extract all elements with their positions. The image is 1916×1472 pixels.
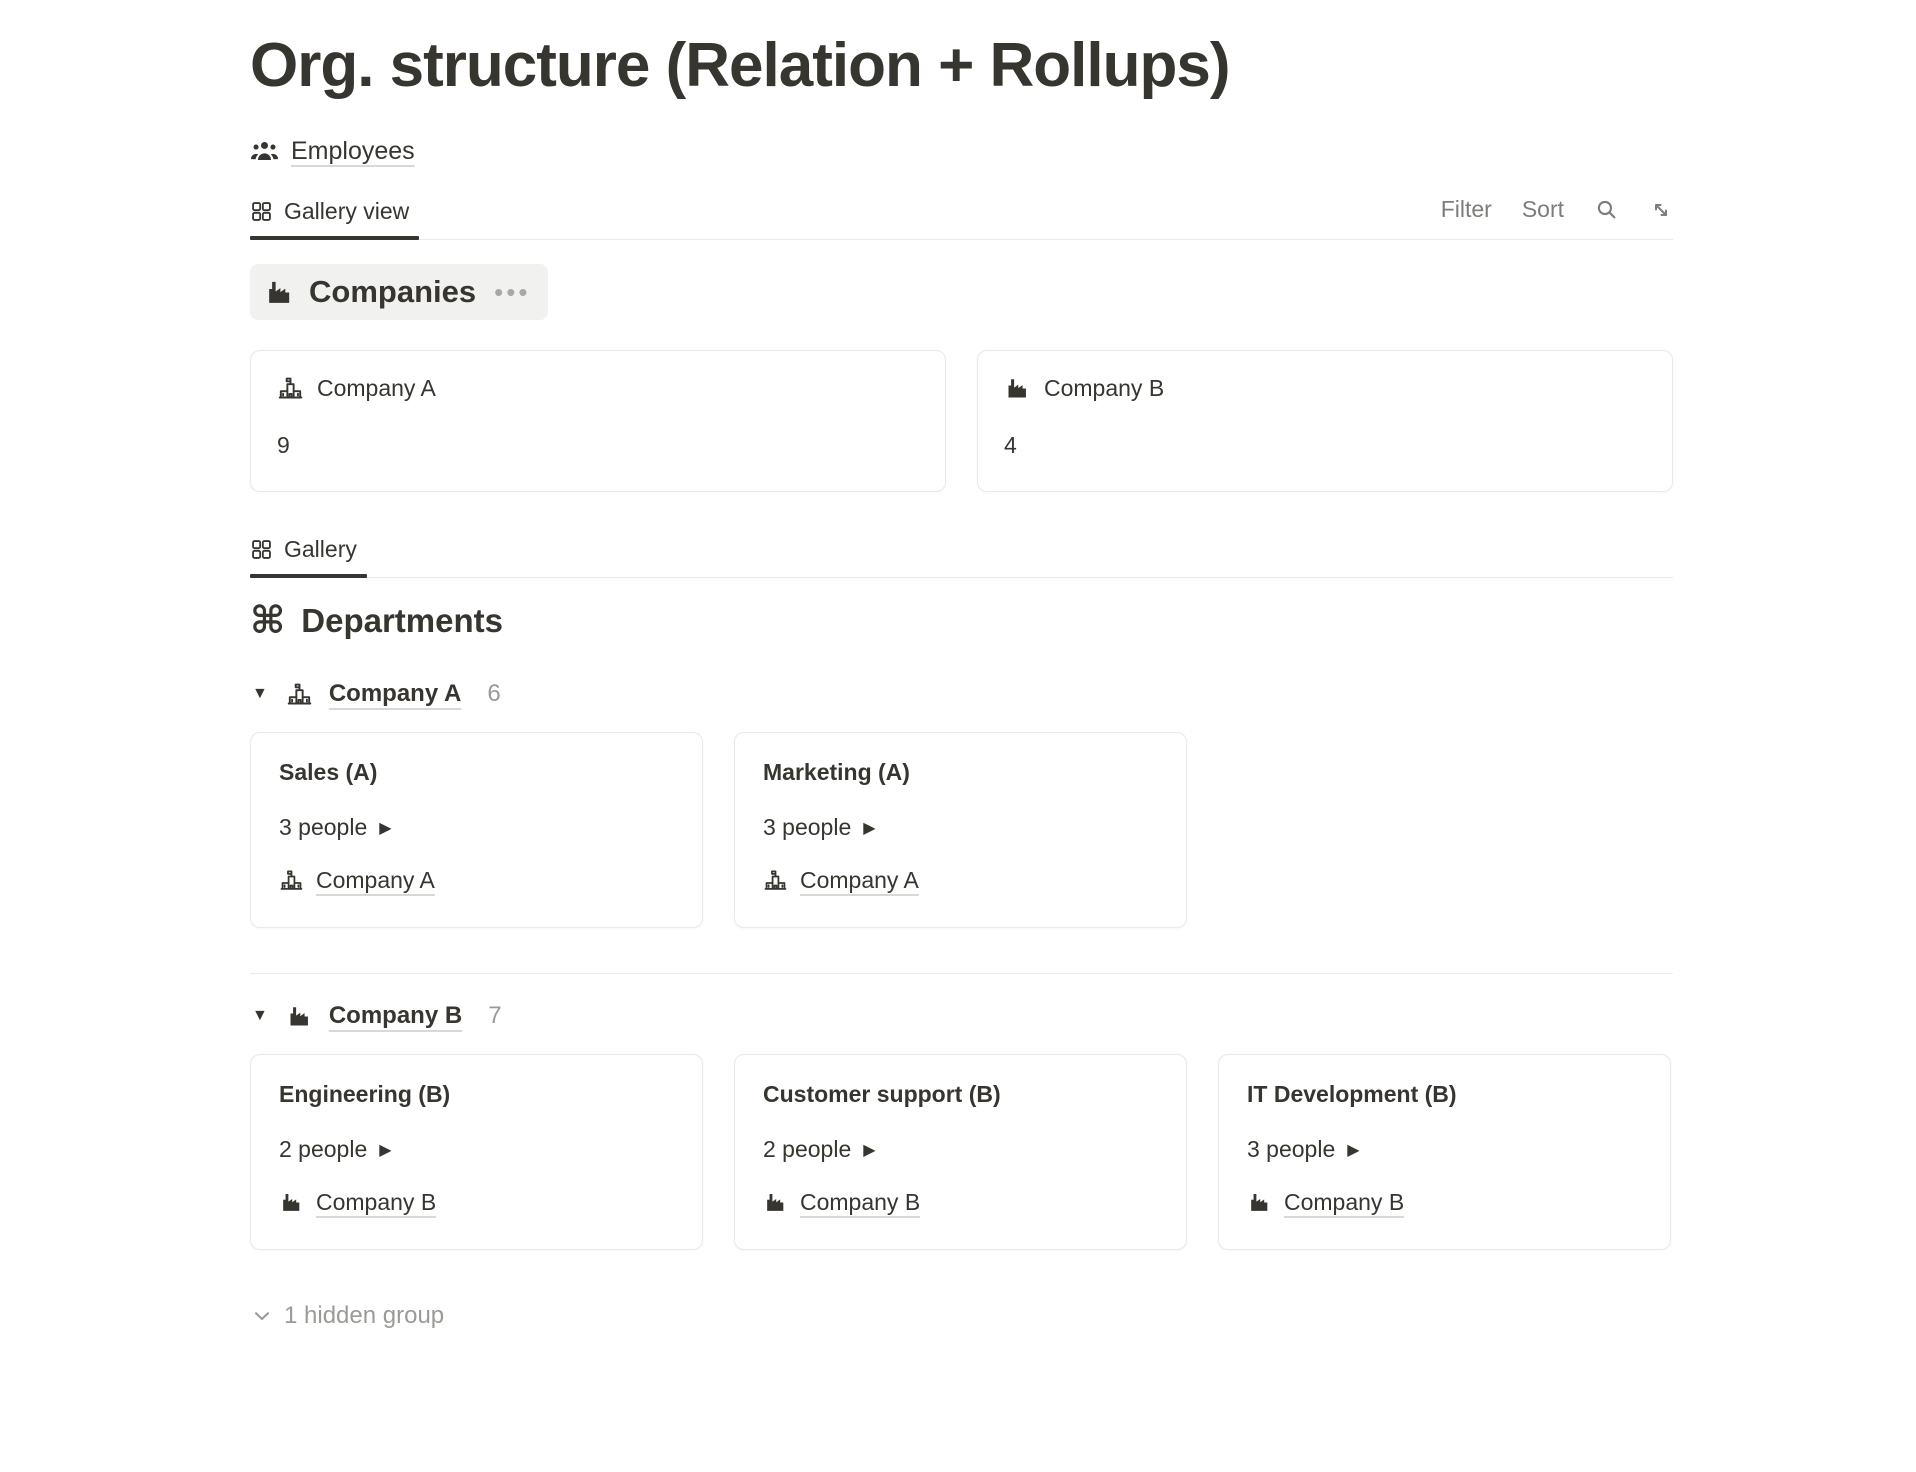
- group-count: 7: [488, 1002, 502, 1030]
- dept-card-marketing-a[interactable]: Marketing (A) 3 people ▶ Company A: [734, 732, 1187, 929]
- factory-icon: [279, 1190, 304, 1215]
- company-relation-row: Company A: [763, 867, 1158, 894]
- chevron-down-icon: [250, 1304, 274, 1328]
- company-card-title: Company A: [317, 375, 436, 402]
- search-button[interactable]: [1594, 197, 1619, 222]
- departments-cards-row-a: Sales (A) 3 people ▶ Company A Marketing…: [250, 732, 1673, 929]
- view-toolbar-2: Gallery: [250, 536, 1673, 579]
- group-row-company-b: ▼ Company B 7: [250, 1002, 1673, 1030]
- school-icon: [286, 681, 313, 708]
- people-count: 2 people: [279, 1136, 368, 1163]
- dept-card-customer-support-b[interactable]: Customer support (B) 2 people ▶ Company …: [734, 1054, 1187, 1251]
- people-count: 2 people: [763, 1136, 852, 1163]
- triangle-right-icon: ▶: [379, 819, 392, 837]
- dept-card-sales-a[interactable]: Sales (A) 3 people ▶ Company A: [250, 732, 703, 929]
- group-count: 6: [487, 680, 501, 708]
- people-toggle[interactable]: 2 people ▶: [763, 1136, 1158, 1163]
- dept-card-title: IT Development (B): [1247, 1081, 1457, 1108]
- people-toggle[interactable]: 3 people ▶: [763, 814, 1158, 841]
- school-icon: [763, 868, 788, 893]
- dept-card-title: Marketing (A): [763, 759, 910, 786]
- company-relation-link[interactable]: Company A: [316, 867, 435, 894]
- companies-section-header[interactable]: Companies •••: [250, 264, 549, 321]
- search-icon: [1594, 197, 1619, 222]
- company-relation-row: Company B: [279, 1189, 674, 1216]
- card-title-row: Company A: [277, 375, 919, 402]
- collapse-triangle-icon[interactable]: ▼: [252, 685, 268, 703]
- dept-card-engineering-b[interactable]: Engineering (B) 2 people ▶ Company B: [250, 1054, 703, 1251]
- card-title-row: Company B: [1004, 375, 1646, 402]
- page: Org. structure (Relation + Rollups) Empl…: [250, 0, 1673, 1330]
- collapse-triangle-icon[interactable]: ▼: [252, 1007, 268, 1025]
- hidden-group-toggle[interactable]: 1 hidden group: [250, 1302, 1673, 1330]
- company-card-b[interactable]: Company B 4: [977, 350, 1673, 493]
- factory-icon: [763, 1190, 788, 1215]
- company-relation-link[interactable]: Company B: [316, 1189, 437, 1216]
- filter-button[interactable]: Filter: [1440, 196, 1492, 223]
- hidden-group-label: 1 hidden group: [284, 1302, 445, 1330]
- group-row-company-a: ▼ Company A 6: [250, 680, 1673, 708]
- dept-card-title: Customer support (B): [763, 1081, 1001, 1108]
- dept-card-title: Sales (A): [279, 759, 378, 786]
- people-icon: [250, 137, 279, 166]
- gallery-grid-icon: [250, 200, 273, 223]
- group-company-a-link[interactable]: Company A: [328, 680, 462, 708]
- people-toggle[interactable]: 3 people ▶: [279, 814, 674, 841]
- expand-icon: [1649, 198, 1673, 222]
- departments-section-header: ⌘ Departments: [250, 602, 1673, 640]
- companies-section-title: Companies: [309, 274, 477, 310]
- triangle-right-icon: ▶: [1347, 1141, 1360, 1159]
- gallery-grid-icon: [250, 538, 273, 561]
- triangle-right-icon: ▶: [863, 819, 876, 837]
- dept-card-it-development-b[interactable]: IT Development (B) 3 people ▶ Company B: [1218, 1054, 1671, 1251]
- people-count: 3 people: [1247, 1136, 1336, 1163]
- groups-divider: [250, 973, 1673, 975]
- company-card-a[interactable]: Company A 9: [250, 350, 946, 493]
- company-card-title: Company B: [1044, 375, 1165, 402]
- company-rollup-count: 9: [277, 432, 290, 459]
- view-toolbar: Gallery view Filter Sort: [250, 196, 1673, 241]
- people-toggle[interactable]: 2 people ▶: [279, 1136, 674, 1163]
- departments-section-title: Departments: [301, 602, 503, 640]
- companies-cards-row: Company A 9 Company B 4: [250, 350, 1673, 493]
- company-relation-row: Company B: [763, 1189, 1158, 1216]
- people-count: 3 people: [763, 814, 852, 841]
- group-company-b-link[interactable]: Company B: [328, 1002, 463, 1030]
- dept-card-title: Engineering (B): [279, 1081, 451, 1108]
- triangle-right-icon: ▶: [863, 1141, 876, 1159]
- tab-gallery-label: Gallery: [284, 536, 357, 563]
- company-relation-row: Company A: [279, 867, 674, 894]
- people-count: 3 people: [279, 814, 368, 841]
- employees-db-label[interactable]: Employees: [291, 137, 415, 166]
- tab-gallery-view[interactable]: Gallery view: [250, 198, 420, 241]
- company-relation-link[interactable]: Company B: [800, 1189, 921, 1216]
- school-icon: [279, 868, 304, 893]
- factory-icon: [1004, 375, 1031, 402]
- factory-icon: [286, 1003, 313, 1030]
- factory-icon: [264, 277, 295, 308]
- tab-gallery[interactable]: Gallery: [250, 536, 367, 579]
- company-rollup-count: 4: [1004, 432, 1017, 459]
- company-relation-link[interactable]: Company B: [1284, 1189, 1405, 1216]
- sort-button[interactable]: Sort: [1521, 196, 1564, 223]
- page-title: Org. structure (Relation + Rollups): [250, 31, 1231, 100]
- school-icon: [277, 375, 304, 402]
- factory-icon: [1247, 1190, 1272, 1215]
- toolbar-actions: Filter Sort: [1441, 196, 1673, 239]
- people-toggle[interactable]: 3 people ▶: [1247, 1136, 1642, 1163]
- departments-cards-row-b: Engineering (B) 2 people ▶ Company B Cus…: [250, 1054, 1673, 1251]
- company-relation-row: Company B: [1247, 1189, 1642, 1216]
- employees-db-link[interactable]: Employees: [250, 137, 1673, 166]
- command-icon: ⌘: [250, 600, 286, 643]
- company-relation-link[interactable]: Company A: [800, 867, 919, 894]
- triangle-right-icon: ▶: [379, 1141, 392, 1159]
- expand-button[interactable]: [1649, 198, 1673, 222]
- tab-gallery-view-label: Gallery view: [284, 198, 410, 225]
- ellipsis-menu-icon[interactable]: •••: [494, 276, 531, 307]
